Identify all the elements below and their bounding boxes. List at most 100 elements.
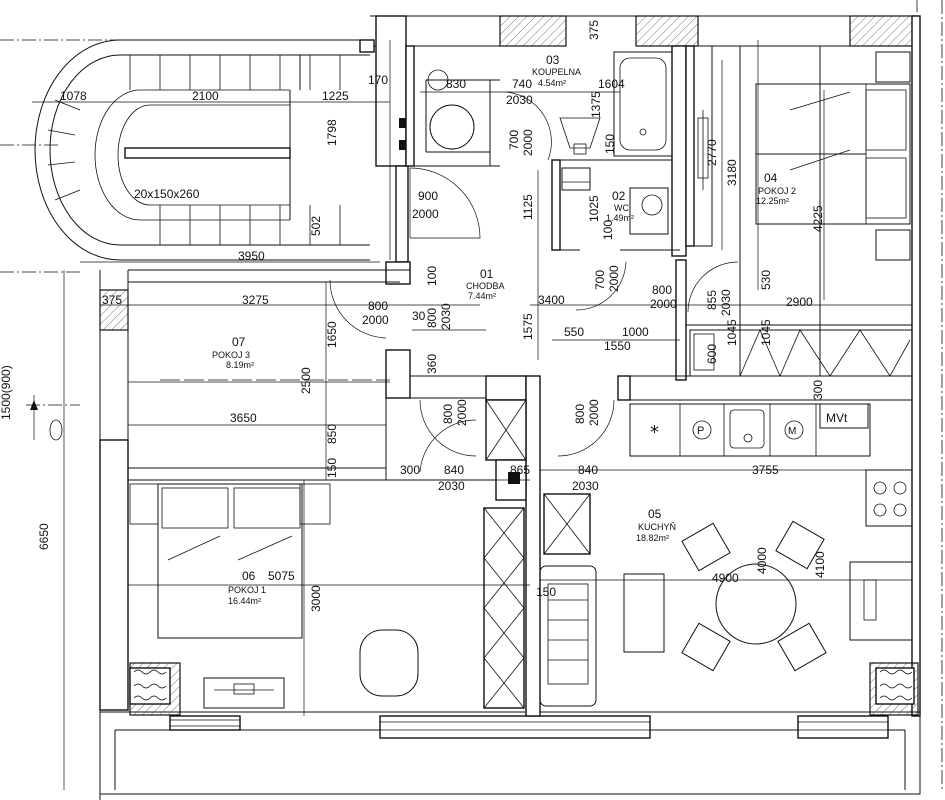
dim-855: 855: [705, 290, 719, 310]
dim-6650: 6650: [37, 523, 51, 550]
room-number: 04: [764, 171, 778, 185]
svg-text:P: P: [697, 425, 704, 437]
dim-700b: 700: [593, 270, 607, 290]
dimension-lines: [0, 39, 912, 790]
dim-840a: 840: [444, 463, 464, 477]
dim-2000e: 2000: [650, 297, 677, 311]
room-02: 02 WC 1.49m²: [606, 189, 634, 223]
room-06: 06 POKOJ 1 16.44m²: [228, 569, 266, 606]
dim-1550: 1550: [604, 339, 631, 353]
dim-1025: 1025: [587, 195, 601, 222]
dim-1798: 1798: [325, 119, 339, 146]
dim-1045a: 1045: [725, 319, 739, 346]
dim-4225: 4225: [811, 205, 825, 232]
dim-2030a: 2030: [506, 93, 533, 107]
staircase: 20x150x260: [34, 39, 375, 261]
room-number: 07: [232, 335, 246, 349]
dim-4900: 4900: [712, 571, 739, 585]
dim-150a: 150: [603, 134, 617, 154]
room-area: 18.82m²: [636, 533, 669, 543]
room-area: 4.54m²: [538, 78, 566, 88]
dim-2000f: 2000: [455, 399, 469, 426]
dim-850: 850: [325, 424, 339, 444]
dim-1604: 1604: [598, 77, 625, 91]
room-number: 03: [546, 53, 560, 67]
dim-1650: 1650: [325, 321, 339, 348]
dim-502: 502: [309, 216, 323, 236]
dim-2030d: 2030: [438, 479, 465, 493]
dim-530: 530: [759, 270, 773, 290]
dim-2000a: 2000: [521, 129, 535, 156]
dim-3650: 3650: [230, 411, 257, 425]
bathroom-fixtures: [427, 51, 673, 235]
room-number: 02: [612, 189, 626, 203]
room-01: 01 CHODBA 7.44m²: [466, 267, 505, 301]
dim-2030c: 2030: [719, 289, 733, 316]
dim-800a: 800: [368, 299, 388, 313]
dim-2770: 2770: [705, 139, 719, 166]
dim-2030e: 2030: [572, 479, 599, 493]
dim-2100: 2100: [192, 89, 219, 103]
dim-1125: 1125: [521, 194, 535, 220]
dim-2030b: 2030: [439, 303, 453, 330]
dim-700a: 700: [507, 130, 521, 150]
dim-300b: 300: [400, 463, 420, 477]
dim-2000c: 2000: [362, 313, 389, 327]
dim-1575: 1575: [521, 313, 535, 340]
pokoj2-furniture: [689, 45, 913, 378]
dim-150c: 150: [536, 585, 556, 599]
dim-1500: 1500(900): [0, 365, 13, 420]
dim-2500: 2500: [299, 367, 313, 394]
dim-4000: 4000: [755, 547, 769, 574]
pokoj1-furniture: [129, 483, 419, 709]
room-number: 05: [648, 507, 662, 521]
room-name: CHODBA: [466, 281, 505, 291]
room-03: 03 KOUPELNA 4.54m²: [532, 53, 581, 88]
dim-800b: 800: [425, 308, 439, 328]
dim-600: 600: [705, 344, 719, 364]
dim-800e: 800: [573, 404, 587, 424]
room-name: POKOJ 3: [212, 350, 250, 360]
stair-label: 20x150x260: [134, 187, 200, 201]
dim-2000g: 2000: [587, 399, 601, 426]
mvt-label: MVt: [826, 411, 848, 425]
dim-3755: 3755: [752, 463, 779, 477]
room-area: 16.44m²: [228, 596, 261, 606]
dim-5075: 5075: [268, 569, 295, 583]
room-name: POKOJ 1: [228, 585, 266, 595]
room-name: KUCHYŇ: [638, 522, 676, 532]
outer-walls: [99, 0, 943, 800]
dim-865: 865: [510, 463, 530, 477]
room-name: KOUPELNA: [532, 67, 581, 77]
asterisk-icon: *: [650, 422, 659, 443]
dim-2000d: 2000: [607, 265, 621, 292]
interior-walls: [128, 15, 912, 717]
room-04: 04 POKOJ 2 12.25m²: [756, 171, 796, 206]
dim-1078: 1078: [60, 89, 87, 103]
room-labels: 01 CHODBA 7.44m² 02 WC 1.49m² 03 KOUPELN…: [212, 53, 796, 606]
dim-800d: 800: [441, 404, 455, 424]
dim-360: 360: [425, 354, 439, 374]
dim-1045b: 1045: [759, 319, 773, 346]
dim-3000: 3000: [309, 585, 323, 612]
dim-840b: 840: [578, 463, 598, 477]
dim-100a: 100: [601, 220, 615, 240]
dim-1000: 1000: [622, 325, 649, 339]
room-05: 05 KUCHYŇ 18.82m²: [636, 507, 676, 543]
dim-1375: 1375: [589, 91, 603, 118]
dim-550: 550: [564, 325, 584, 339]
room-area: 12.25m²: [756, 196, 789, 206]
dimension-labels: 1078 2100 1225 170 830 740 1604 2030 375…: [0, 20, 827, 612]
dim-375-top: 375: [587, 20, 601, 40]
room-name: WC: [614, 203, 629, 213]
room-area: 1.49m²: [606, 213, 634, 223]
dim-1225: 1225: [322, 89, 349, 103]
dim-100b: 100: [425, 266, 439, 286]
dim-3400: 3400: [538, 293, 565, 307]
room-07: 07 POKOJ 3 8.19m²: [212, 335, 254, 370]
dim-30: 30: [412, 309, 426, 323]
dim-4100: 4100: [813, 551, 827, 578]
dim-375: 375: [102, 293, 122, 307]
dim-3180: 3180: [725, 159, 739, 186]
